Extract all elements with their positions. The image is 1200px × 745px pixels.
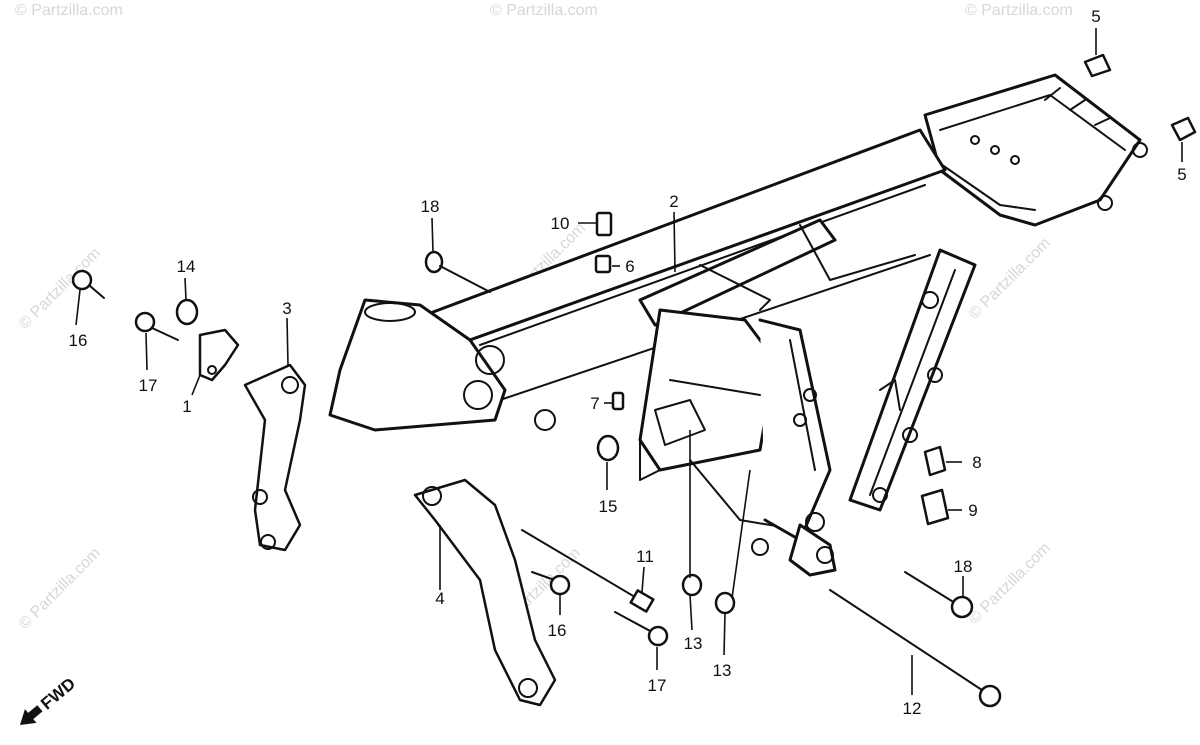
callout-16a: 16 [69, 331, 88, 350]
pads [594, 211, 950, 526]
engine-hanger-plate-right [413, 478, 557, 707]
callout-13a: 13 [684, 634, 703, 653]
small-bracket [175, 298, 240, 382]
watermark: © Partzilla.com [15, 2, 123, 19]
callout-18b: 18 [954, 557, 973, 576]
callout-10: 10 [551, 214, 570, 233]
watermark: © Partzilla.com [16, 545, 104, 633]
callout-16b: 16 [548, 621, 567, 640]
callout-14: 14 [177, 257, 196, 276]
watermark: © Partzilla.com [490, 2, 598, 19]
callout-5a: 5 [1091, 7, 1100, 26]
watermark: © Partzilla.com [16, 245, 104, 333]
forward-label: FWD [37, 674, 79, 713]
callout-6: 6 [625, 257, 634, 276]
callout-13b: 13 [713, 661, 732, 680]
callouts: 1 2 3 4 5 5 6 7 8 9 10 11 12 13 13 14 15… [69, 7, 1187, 718]
bolts [71, 53, 1197, 708]
callout-9: 9 [968, 501, 977, 520]
callout-3: 3 [282, 299, 291, 318]
callout-4: 4 [435, 589, 444, 608]
engine-hanger-plate-left [243, 363, 307, 552]
callout-17b: 17 [648, 676, 667, 695]
watermark: © Partzilla.com [965, 2, 1073, 19]
main-frame [328, 73, 1148, 577]
callout-8: 8 [972, 453, 981, 472]
callout-7: 7 [590, 394, 599, 413]
forward-direction-indicator: FWD [20, 674, 79, 725]
callout-2: 2 [669, 192, 678, 211]
watermark: © Partzilla.com [966, 235, 1054, 323]
callout-11: 11 [636, 547, 654, 566]
callout-17a: 17 [139, 376, 158, 395]
callout-12: 12 [903, 699, 922, 718]
forward-arrow-icon [20, 705, 43, 725]
watermark: © Partzilla.com [966, 540, 1054, 628]
callout-1: 1 [182, 397, 191, 416]
callout-5b: 5 [1177, 165, 1186, 184]
leader-lines [75, 28, 1183, 695]
callout-18a: 18 [421, 197, 440, 216]
callout-15: 15 [599, 497, 618, 516]
